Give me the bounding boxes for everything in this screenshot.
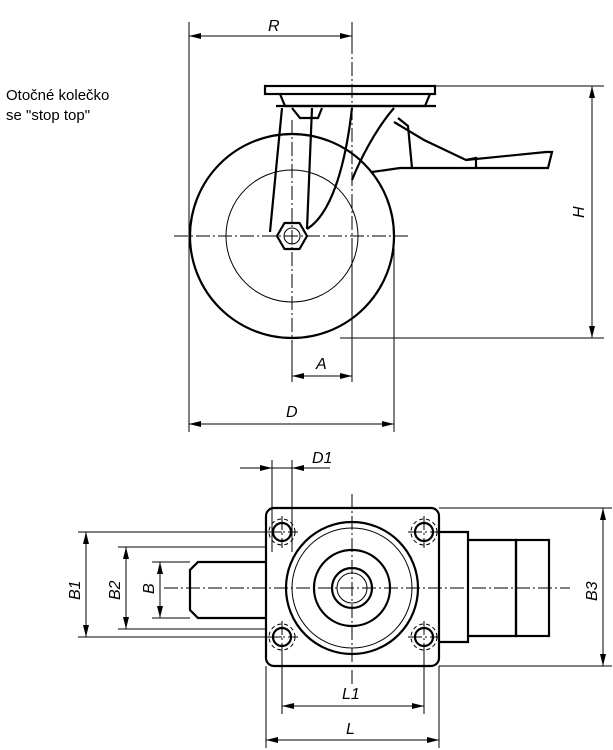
dimension-r: R — [188, 18, 353, 232]
d1-label: D1 — [312, 450, 332, 467]
dimension-l: L — [265, 666, 440, 748]
caption: Otočné kolečko se "stop top" — [6, 86, 109, 126]
r-arrow-left — [189, 33, 201, 39]
b-arrow-top — [157, 562, 163, 574]
fork-leg-front — [268, 107, 314, 233]
b1-arrow-bottom — [83, 625, 89, 637]
l-arrow-left — [266, 737, 278, 743]
a-arrow-left — [292, 373, 304, 379]
l1-arrow-left — [282, 703, 294, 709]
axle-nut — [275, 221, 309, 251]
dimension-b1: B1 — [67, 531, 282, 638]
b1-arrow-top — [83, 532, 89, 544]
brake-housing — [439, 530, 470, 644]
dimension-b: B — [141, 561, 190, 619]
a-label: A — [315, 356, 327, 373]
r-arrow-right — [340, 33, 352, 39]
a-arrow-right — [340, 373, 352, 379]
dimension-b2: B2 — [107, 546, 266, 630]
side-view — [174, 40, 554, 352]
caption-line-2: se "stop top" — [6, 107, 91, 124]
caption-line-1: Otočné kolečko — [6, 87, 110, 104]
l-arrow-right — [427, 737, 439, 743]
wheel-tread-top-view — [188, 560, 266, 620]
l-label: L — [346, 721, 355, 738]
b3-arrow-top — [600, 508, 606, 520]
l1-label: L1 — [342, 686, 360, 703]
dimension-a: A — [291, 238, 353, 382]
brake-arm-upper — [350, 107, 395, 181]
dimension-l1: L1 — [281, 653, 425, 714]
h-arrow-top — [589, 86, 595, 98]
r-label: R — [268, 18, 280, 35]
b3-label: B3 — [584, 581, 601, 601]
top-plate — [263, 84, 437, 96]
b2-arrow-bottom — [123, 617, 129, 629]
swivel-head — [278, 93, 432, 108]
b-label: B — [141, 583, 158, 594]
h-label: H — [571, 206, 588, 218]
brake-pedal — [465, 150, 554, 170]
brake-link — [397, 117, 414, 169]
b2-arrow-top — [123, 547, 129, 559]
d-arrow-right — [382, 421, 394, 427]
b3-arrow-bottom — [600, 654, 606, 666]
l1-arrow-right — [412, 703, 424, 709]
d1-arrow-left — [260, 465, 272, 471]
dimension-h: H — [340, 85, 604, 339]
d-label: D — [286, 404, 298, 421]
dimension-b3: B3 — [439, 507, 612, 667]
brake-lever — [371, 121, 478, 174]
b1-label: B1 — [67, 580, 84, 600]
d1-arrow-right — [292, 465, 304, 471]
fork-leg-back — [306, 107, 354, 230]
dimension-d1: D1 — [240, 450, 332, 552]
fork-crown — [291, 107, 324, 120]
b-arrow-bottom — [157, 606, 163, 618]
h-arrow-bottom — [589, 326, 595, 338]
dimension-d: D — [188, 232, 395, 432]
top-view — [164, 494, 570, 684]
b2-label: B2 — [107, 580, 124, 600]
d-arrow-left — [189, 421, 201, 427]
